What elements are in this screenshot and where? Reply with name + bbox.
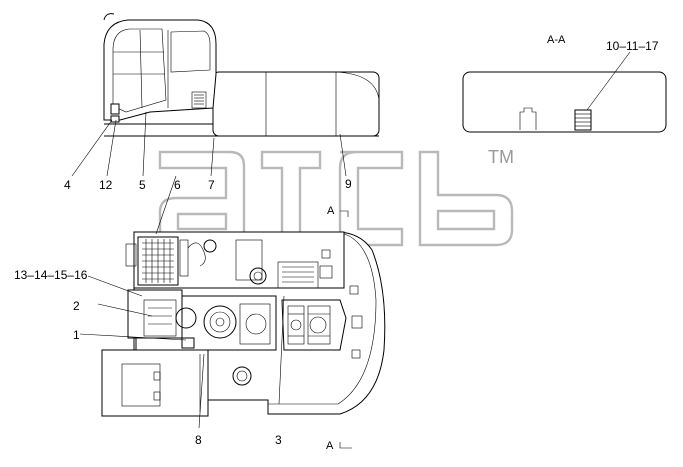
callout-6: 6 [174,178,181,192]
vent-grid [277,249,333,289]
callout-3: 3 [275,433,282,447]
section-a-a-view [462,71,667,133]
callout-4: 4 [64,178,71,192]
callout-9: 9 [345,177,352,191]
callout-12: 12 [99,178,113,192]
watermark-logo [158,150,514,247]
callout-1: 1 [73,328,80,342]
section-title: A-A [547,34,566,46]
callout-8: 8 [195,433,202,447]
plan-view [101,231,386,417]
section-mark-bottom: A [326,440,334,452]
callout-5: 5 [139,178,146,192]
side-view [103,13,380,137]
radiator-grid [142,239,174,283]
section-mark-top: A [327,205,335,217]
watermark-tm: TM [488,147,514,167]
callout-13-14-15-16: 13–14–15–16 [14,268,88,282]
engine-block [281,299,347,351]
callout-10-11-17: 10–11–17 [606,39,659,53]
callout-7: 7 [208,178,215,192]
leader-lines [71,51,631,429]
callout-2: 2 [73,299,80,313]
